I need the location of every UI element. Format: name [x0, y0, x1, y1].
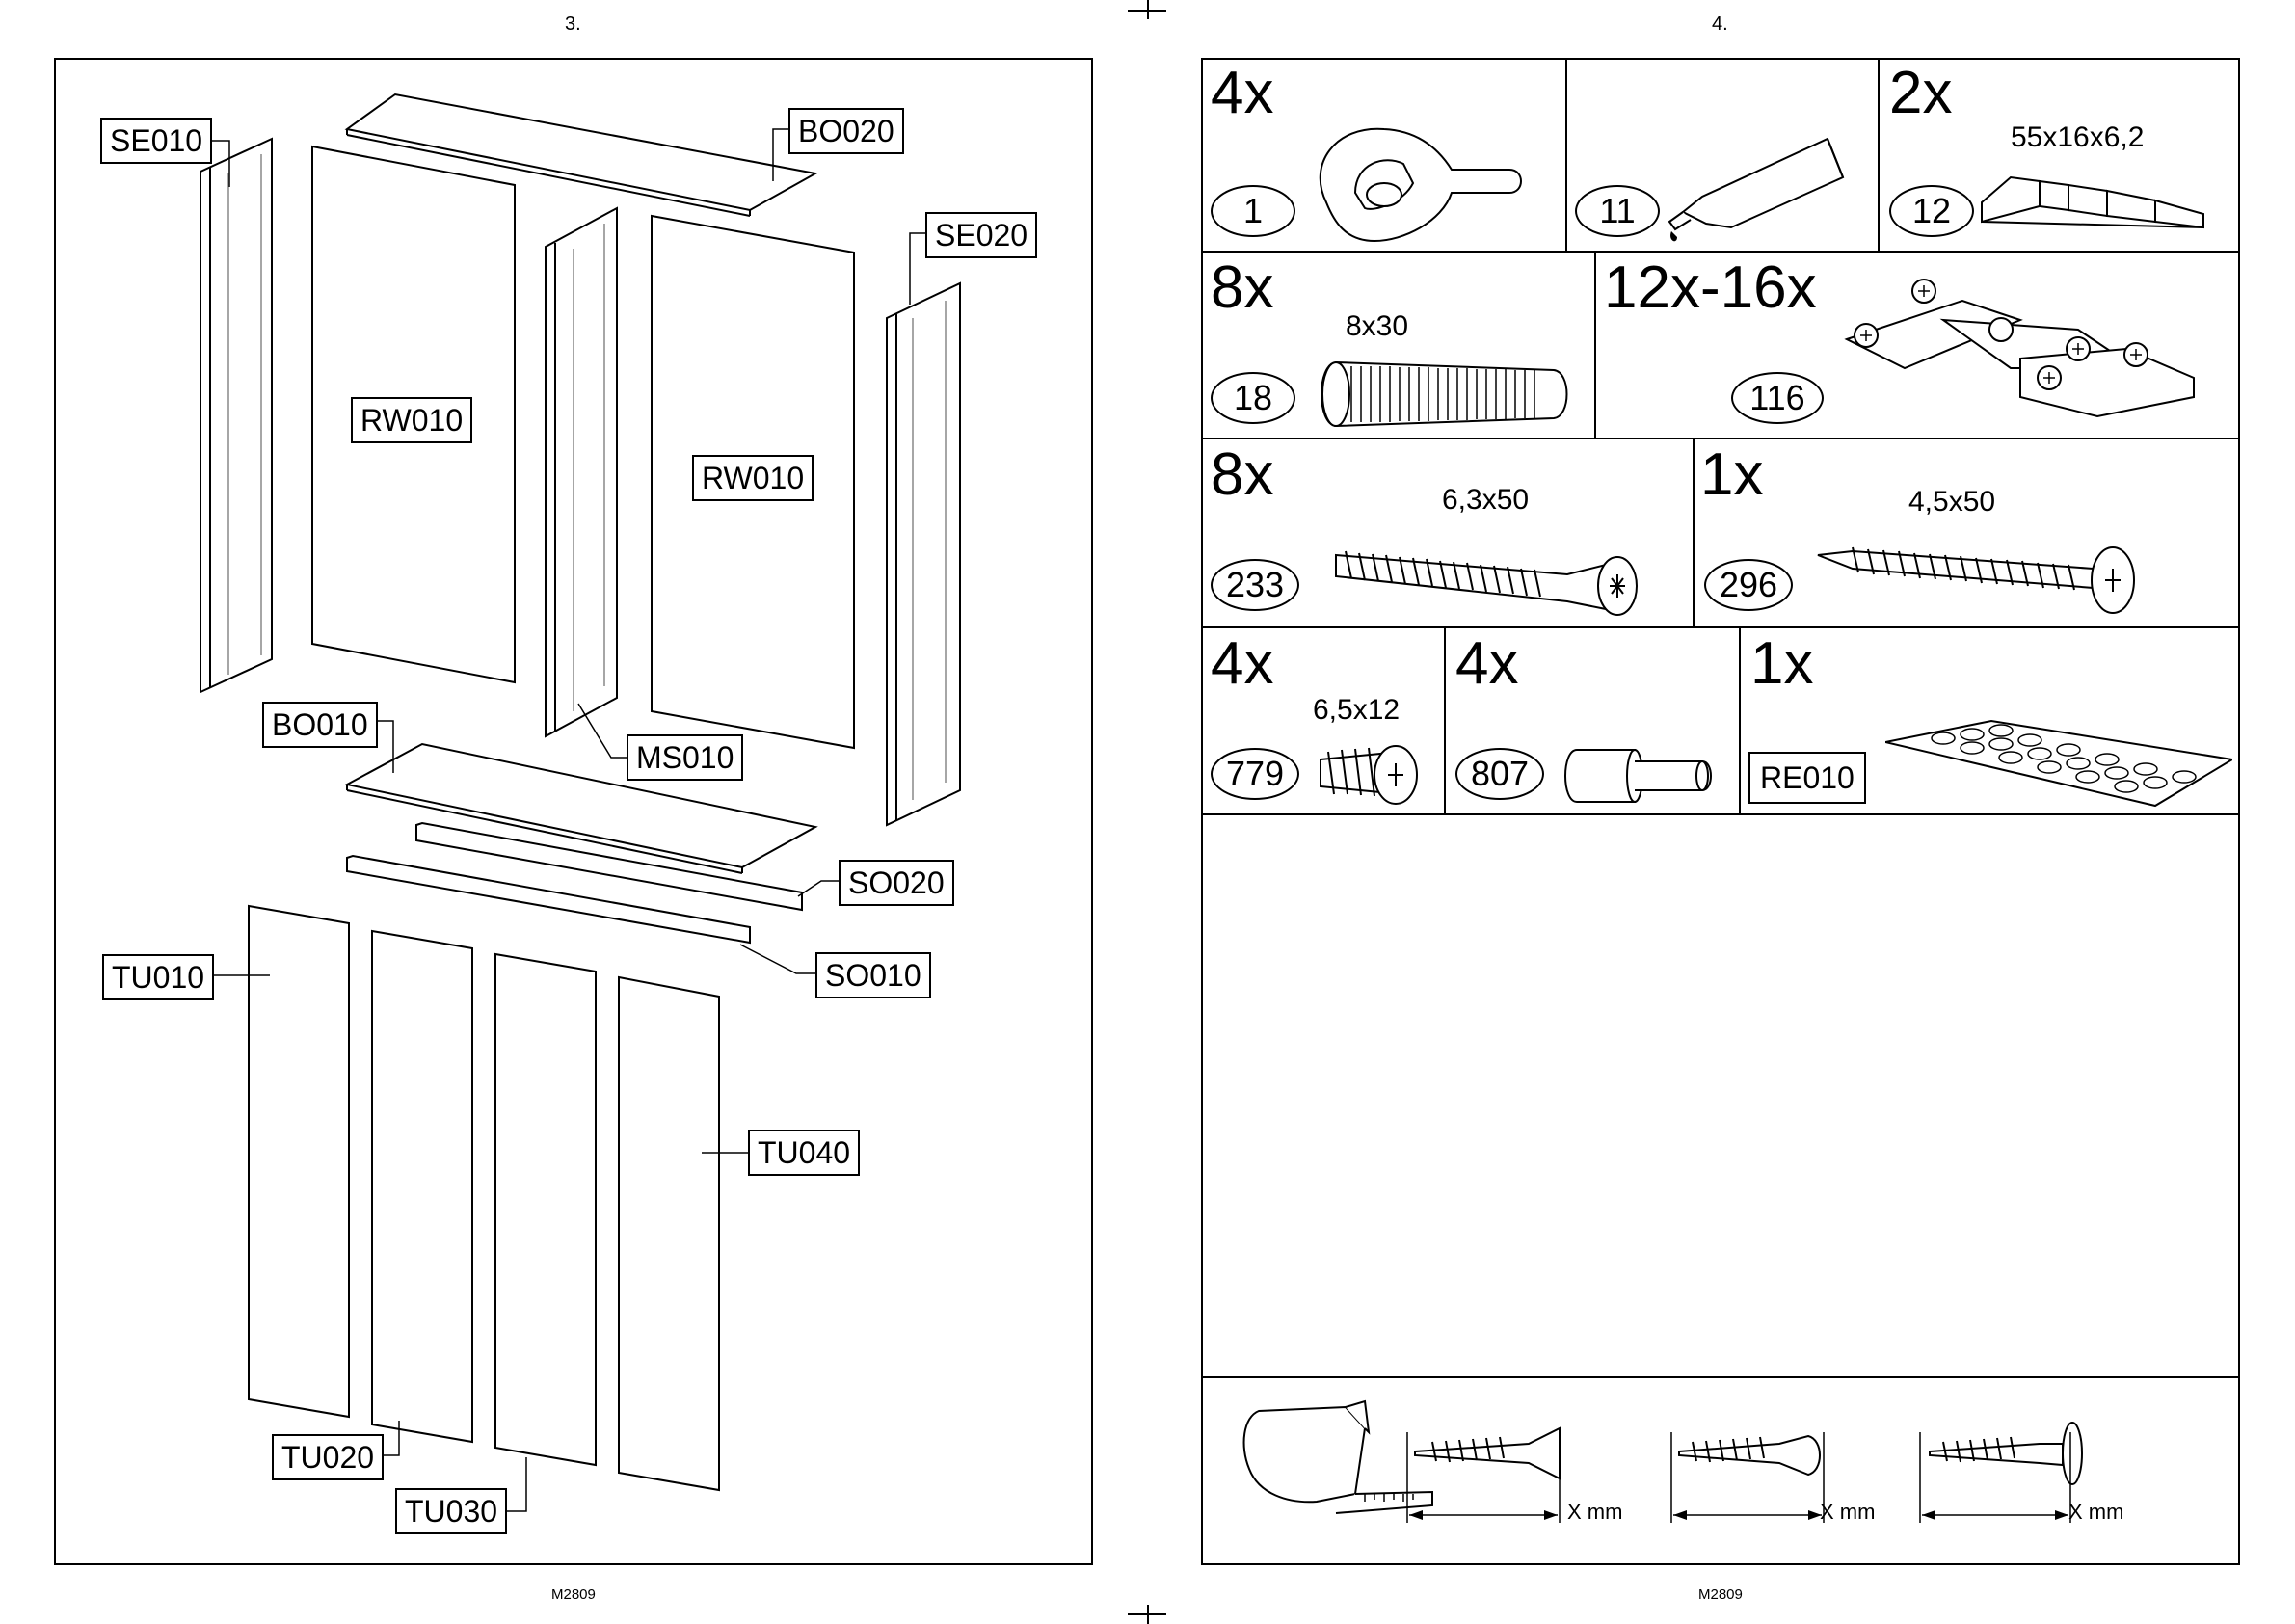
part-number: 296 — [1704, 559, 1793, 611]
measure-label: X mm — [1567, 1500, 1622, 1525]
part-label-tu020: TU020 — [272, 1434, 384, 1480]
part-dimension: 8x30 — [1346, 310, 1408, 343]
part-label-so010: SO010 — [815, 952, 931, 998]
measure-label: X mm — [1820, 1500, 1875, 1525]
part-cell-296: 1x 4,5x50 296 — [1695, 439, 2240, 628]
cam-fitting-icon — [1297, 116, 1548, 251]
screw-icon — [1814, 526, 2219, 623]
part-label-tu030: TU030 — [395, 1488, 507, 1534]
part-label-bo010: BO010 — [262, 702, 378, 748]
part-quantity: 12x-16x — [1604, 254, 1817, 322]
page-footer: M2809 — [551, 1586, 596, 1603]
part-quantity: 8x — [1211, 254, 1273, 322]
short-screw-icon — [1313, 736, 1438, 813]
part-cell-11: 11 — [1567, 58, 1880, 253]
part-quantity: 4x — [1211, 630, 1273, 698]
page-footer: M2809 — [1698, 1586, 1743, 1603]
wedge-icon — [1972, 164, 2223, 241]
part-label-so020: SO020 — [839, 860, 954, 906]
part-number: 1 — [1211, 185, 1295, 237]
part-label-rw010-left: RW010 — [351, 397, 472, 443]
shelf-pin-icon — [1558, 744, 1731, 812]
part-quantity: 8x — [1211, 441, 1273, 509]
part-cell-18: 8x 8x30 18 — [1201, 253, 1596, 439]
part-label-tu040: TU040 — [748, 1130, 860, 1176]
part-quantity: 4x — [1455, 630, 1518, 698]
part-label-se010: SE010 — [100, 118, 212, 164]
dowel-icon — [1297, 349, 1587, 436]
glue-tube-icon — [1644, 116, 1876, 251]
part-label-rw010-right: RW010 — [692, 455, 814, 501]
part-quantity: 1x — [1700, 441, 1763, 509]
measure-label: X mm — [2068, 1500, 2123, 1525]
part-label-tu010: TU010 — [102, 954, 214, 1000]
part-label-ms010: MS010 — [627, 734, 743, 781]
part-number: 807 — [1455, 748, 1544, 800]
part-label-bo020: BO020 — [788, 108, 904, 154]
part-dimension: 6,5x12 — [1313, 694, 1400, 727]
part-number: 779 — [1211, 748, 1299, 800]
part-label-se020: SE020 — [925, 212, 1037, 258]
part-cell-re010: 1x RE010 — [1741, 628, 2240, 815]
part-dimension: 6,3x50 — [1442, 484, 1529, 517]
part-cell-779: 4x 6,5x12 779 — [1201, 628, 1446, 815]
part-number: 18 — [1211, 372, 1295, 424]
part-number: 233 — [1211, 559, 1299, 611]
part-number: 12 — [1889, 185, 1974, 237]
connector-screw-icon — [1317, 526, 1683, 623]
part-cell-12: 2x 55x16x6,2 12 — [1880, 58, 2240, 253]
hinge-icon — [1828, 262, 2232, 436]
part-cell-233: 8x 6,3x50 233 — [1201, 439, 1695, 628]
part-quantity: 2x — [1889, 60, 1952, 127]
part-quantity: 1x — [1750, 630, 1813, 698]
part-number: 116 — [1731, 372, 1824, 424]
page-number: 4. — [1712, 13, 1728, 36]
part-dimension: 55x16x6,2 — [2011, 121, 2144, 154]
bumper-sheet-icon — [1885, 715, 2232, 812]
screw-length-guide — [1201, 1378, 2240, 1563]
part-quantity: 4x — [1211, 60, 1273, 127]
part-dimension: 4,5x50 — [1908, 486, 1995, 519]
part-cell-116: 12x-16x 116 — [1596, 253, 2240, 439]
part-cell-807: 4x 807 — [1446, 628, 1741, 815]
part-number: RE010 — [1748, 752, 1866, 804]
part-cell-1: 4x 1 — [1201, 58, 1567, 253]
